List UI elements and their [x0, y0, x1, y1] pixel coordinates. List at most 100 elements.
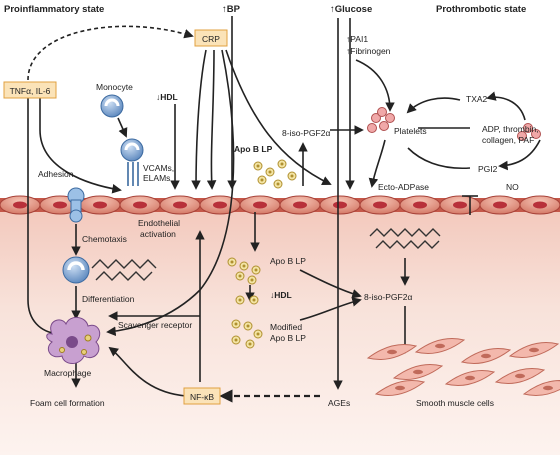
crp-box: CRP — [194, 29, 228, 47]
lipoprotein-particle — [243, 321, 253, 331]
endothelial-cell — [0, 195, 41, 215]
label-apob-top: Apo B LP — [234, 144, 273, 154]
lipoprotein-particle — [287, 171, 297, 181]
label-elams: ELAMs — [143, 173, 170, 183]
endothelial-cell — [79, 195, 121, 215]
label-monocyte: Monocyte — [96, 82, 133, 92]
label-adhesion: Adhesion — [38, 169, 74, 179]
lipoprotein-particle — [231, 319, 241, 329]
lipoprotein-particle — [247, 275, 257, 285]
label-ecto-adpase: Ecto-ADPase — [378, 182, 429, 192]
platelet-group — [367, 107, 541, 141]
smooth-muscle-cell — [494, 368, 546, 384]
arrow-to-txa2 — [486, 91, 526, 121]
tnf-box: TNFα, IL-6 — [3, 81, 57, 99]
smooth-muscle-cell — [414, 338, 466, 354]
label-platelets: Platelets — [394, 126, 427, 136]
label-hdl-top: ↓HDL — [156, 92, 178, 102]
smooth-muscle-cell — [392, 364, 444, 380]
lipoprotein-particle — [273, 179, 283, 189]
lipoprotein-particles — [227, 159, 297, 349]
lipoprotein-particle — [239, 261, 249, 271]
label-no: NO — [506, 182, 519, 192]
arrow-nfkb-to-macrophage — [108, 346, 187, 397]
header-prothrombotic: Prothrombotic state — [436, 4, 526, 15]
adhered-monocyte — [120, 138, 144, 186]
endothelial-cell — [399, 195, 441, 215]
label-apob-mid: Apo B LP — [270, 256, 306, 266]
header-bp: ↑BP — [222, 4, 241, 15]
endothelial-cell — [479, 195, 521, 215]
label-adp-1: ADP, thrombin, — [482, 124, 539, 134]
label-iso-low: 8-iso-PGF2α — [364, 292, 412, 302]
label-differentiation: Differentiation — [82, 294, 135, 304]
endothelial-cell — [439, 195, 481, 215]
endothelial-layer — [0, 195, 560, 215]
arrow-to-pgi2 — [498, 139, 541, 171]
label-fibrinogen: ↑Fibrinogen — [346, 46, 391, 56]
arrow-tnf-to-crp — [27, 25, 194, 81]
endothelial-cell — [159, 195, 201, 215]
arrow-apob-to-iso — [299, 269, 362, 299]
lipoprotein-particle — [249, 295, 259, 305]
endothelial-cell — [319, 195, 361, 215]
platelet — [379, 121, 389, 131]
platelet — [517, 131, 527, 141]
lipoprotein-particle — [265, 167, 275, 177]
arrow-platelets-down — [368, 139, 386, 188]
label-chemotaxis: Chemotaxis — [82, 234, 127, 244]
smooth-muscle-cell — [522, 380, 560, 396]
smooth-muscle-cell — [460, 348, 512, 364]
label-pai1: ↑PAI1 — [346, 34, 368, 44]
lipoprotein-particle — [253, 161, 263, 171]
endothelial-cell — [279, 195, 321, 215]
platelet — [371, 113, 381, 123]
smooth-muscle-cell — [508, 342, 560, 358]
monocyte-cell — [100, 94, 124, 118]
smooth-muscle-cells — [366, 338, 560, 396]
arrow-crp-to-activation — [206, 49, 217, 190]
label-modified: Modified — [270, 322, 302, 332]
label-adp-2: collagen, PAF — [482, 135, 534, 145]
label-macrophage: Macrophage — [44, 368, 92, 378]
endothelial-cell — [359, 195, 401, 215]
label-foam-cell: Foam cell formation — [30, 398, 105, 408]
label-scavenger: Scavenger receptor — [118, 320, 192, 330]
platelet — [523, 123, 533, 133]
platelet — [367, 123, 377, 133]
lipoprotein-particle — [253, 329, 263, 339]
header-glucose: ↑Glucose — [330, 4, 372, 15]
platelet — [385, 113, 395, 123]
label-hdl-mid: ↓HDL — [270, 290, 292, 300]
lipoprotein-particle — [227, 257, 237, 267]
lipoprotein-particle — [251, 265, 261, 275]
macrophage-cell — [46, 317, 101, 364]
crp-label: CRP — [202, 34, 220, 44]
endothelial-cell — [239, 195, 281, 215]
arrow-monocyte-to-vcam — [117, 117, 128, 138]
label-smooth-muscle: Smooth muscle cells — [416, 398, 494, 408]
label-ages: AGEs — [328, 398, 350, 408]
lipoprotein-particle — [235, 271, 245, 281]
smooth-muscle-cell — [374, 380, 426, 396]
arrow-crp-to-macrophage — [106, 49, 235, 337]
lipoprotein-particle — [235, 295, 245, 305]
lipoprotein-particle — [231, 335, 241, 345]
tissue-monocyte — [62, 256, 157, 284]
ecto-adpase-enzyme — [369, 228, 441, 249]
platelet — [531, 129, 541, 139]
label-txa2: TXA2 — [466, 94, 488, 104]
adhesion-molecule — [67, 187, 85, 223]
smooth-muscle-cell — [444, 370, 496, 386]
lipoprotein-particle — [257, 175, 267, 185]
nfkb-box: NF-κB — [183, 387, 221, 405]
nfkb-label: NF-κB — [190, 392, 214, 402]
arrow-mod-to-iso — [299, 297, 362, 321]
arrow-crp-to-endothelium — [191, 49, 207, 190]
smooth-muscle-cell — [366, 344, 418, 360]
arrow-txa2-to-platelets — [406, 97, 461, 114]
lipoprotein-particle — [245, 339, 255, 349]
header-proinflammatory: Proinflammatory state — [4, 4, 104, 15]
arrow-tnf-to-vcams — [39, 98, 122, 194]
